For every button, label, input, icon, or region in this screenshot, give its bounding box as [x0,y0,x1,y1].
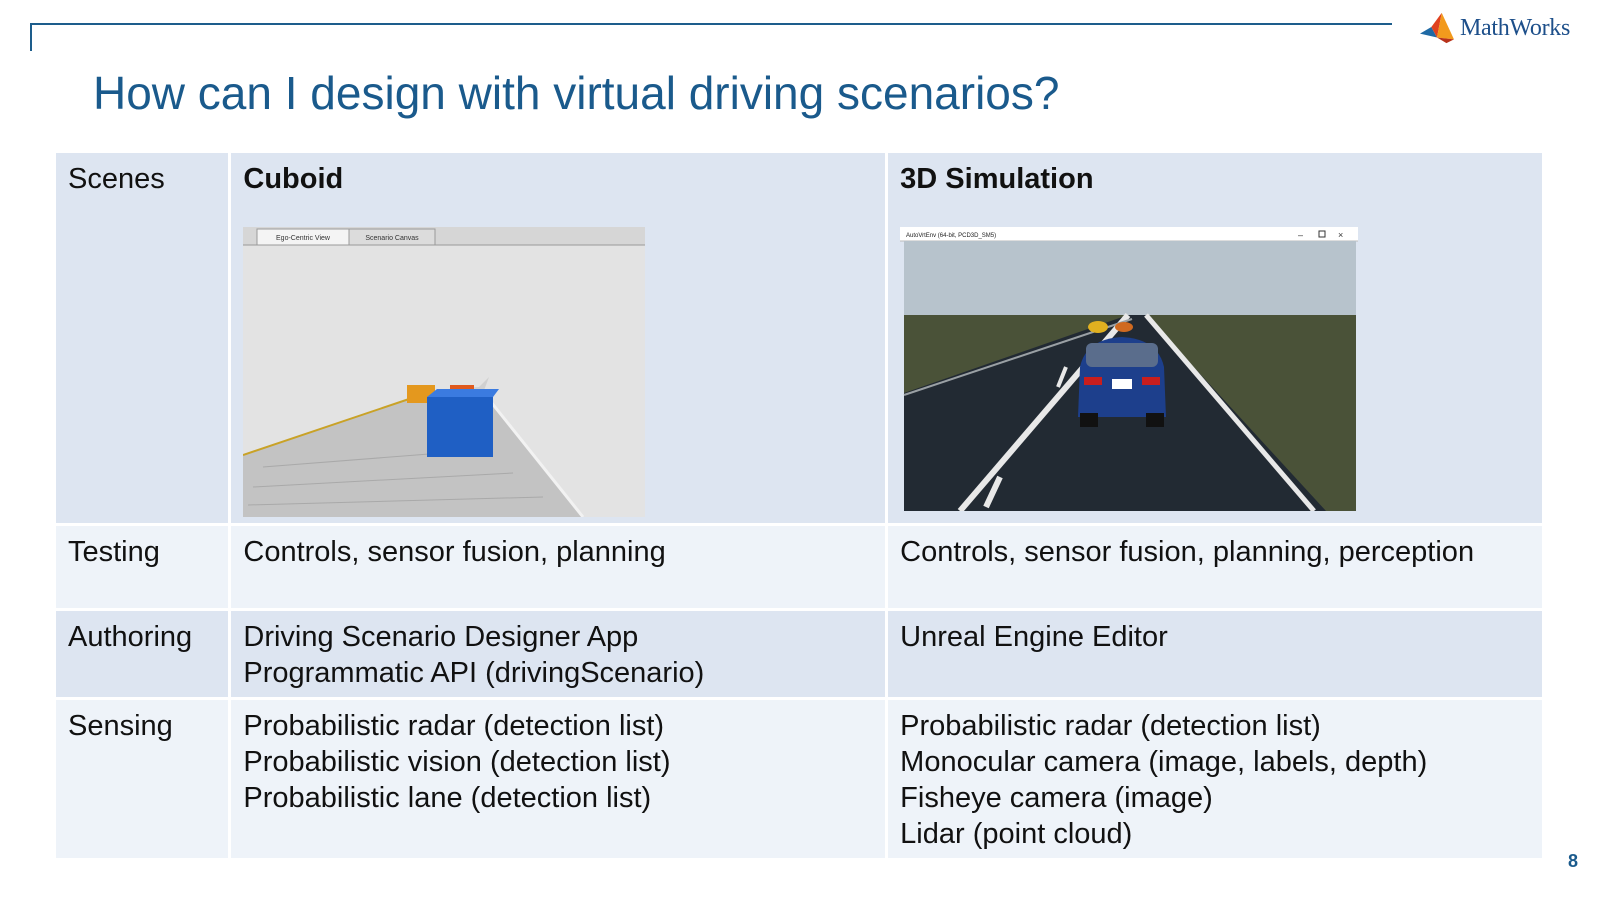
row-label: Sensing [56,700,229,858]
authoring-cuboid: Driving Scenario Designer App Programmat… [231,611,886,697]
sensing-cuboid: Probabilistic radar (detection list) Pro… [231,700,886,858]
row-label: Scenes [56,153,229,523]
sim-window-title: AutoVrtEnv (64-bit, PCD3D_SM5) [906,233,996,239]
cell-line: Lidar (point cloud) [900,818,1133,850]
cell-line: Fisheye camera (image) [900,782,1213,814]
cell-line: Unreal Engine Editor [900,621,1168,653]
minimize-icon[interactable]: – [1298,230,1303,240]
cell-line: Controls, sensor fusion, planning, perce… [900,536,1475,568]
cell-line: Probabilistic lane (detection list) [243,782,652,814]
testing-cuboid: Controls, sensor fusion, planning [231,526,886,608]
table-row-scenes: Scenes Cuboid Ego-Centric View Scenario … [56,153,1542,523]
header-3d-simulation-label: 3D Simulation [900,163,1094,195]
mathworks-logo: MathWorks [1418,8,1588,48]
header-cuboid-label: Cuboid [243,163,344,195]
table-row-testing: Testing Controls, sensor fusion, plannin… [56,526,1542,608]
maximize-icon[interactable] [1318,230,1326,238]
header-cuboid: Cuboid Ego-Centric View Scenario Canvas [231,153,886,523]
brand-name: MathWorks [1460,14,1571,41]
table-row-authoring: Authoring Driving Scenario Designer App … [56,611,1542,697]
close-icon[interactable]: × [1338,230,1343,240]
cell-line: Driving Scenario Designer App [243,621,639,653]
page-number: 8 [1567,851,1578,871]
cell-line: Monocular camera (image, labels, depth) [900,746,1428,778]
header-rule-tick [30,23,32,51]
row-label: Authoring [56,611,229,697]
sensing-3d-simulation: Probabilistic radar (detection list) Mon… [888,700,1542,858]
testing-3d-simulation: Controls, sensor fusion, planning, perce… [888,526,1542,608]
tab-ego-centric-view[interactable]: Ego-Centric View [276,235,331,242]
cell-line: Probabilistic radar (detection list) [900,710,1321,742]
comparison-table: Scenes Cuboid Ego-Centric View Scenario … [53,150,1545,861]
tab-scenario-canvas[interactable]: Scenario Canvas [366,235,420,242]
cell-line: Programmatic API (drivingScenario) [243,657,705,689]
3d-simulation-screenshot: AutoVrtEnv (64-bit, PCD3D_SM5) – × [900,227,1359,513]
cell-line: Controls, sensor fusion, planning [243,536,666,568]
cell-line: Probabilistic radar (detection list) [243,710,665,742]
authoring-3d-simulation: Unreal Engine Editor [888,611,1542,697]
table-row-sensing: Sensing Probabilistic radar (detection l… [56,700,1542,858]
header-rule [30,23,1392,25]
cuboid-scene-screenshot: Ego-Centric View Scenario Canvas [243,227,646,518]
row-label: Testing [56,526,229,608]
header-3d-simulation: 3D Simulation AutoVrtEnv (64-bit, PCD3D_… [888,153,1542,523]
membrane-logo-icon [1420,12,1454,44]
slide-title: How can I design with virtual driving sc… [93,67,1060,119]
cell-line: Probabilistic vision (detection list) [243,746,671,778]
